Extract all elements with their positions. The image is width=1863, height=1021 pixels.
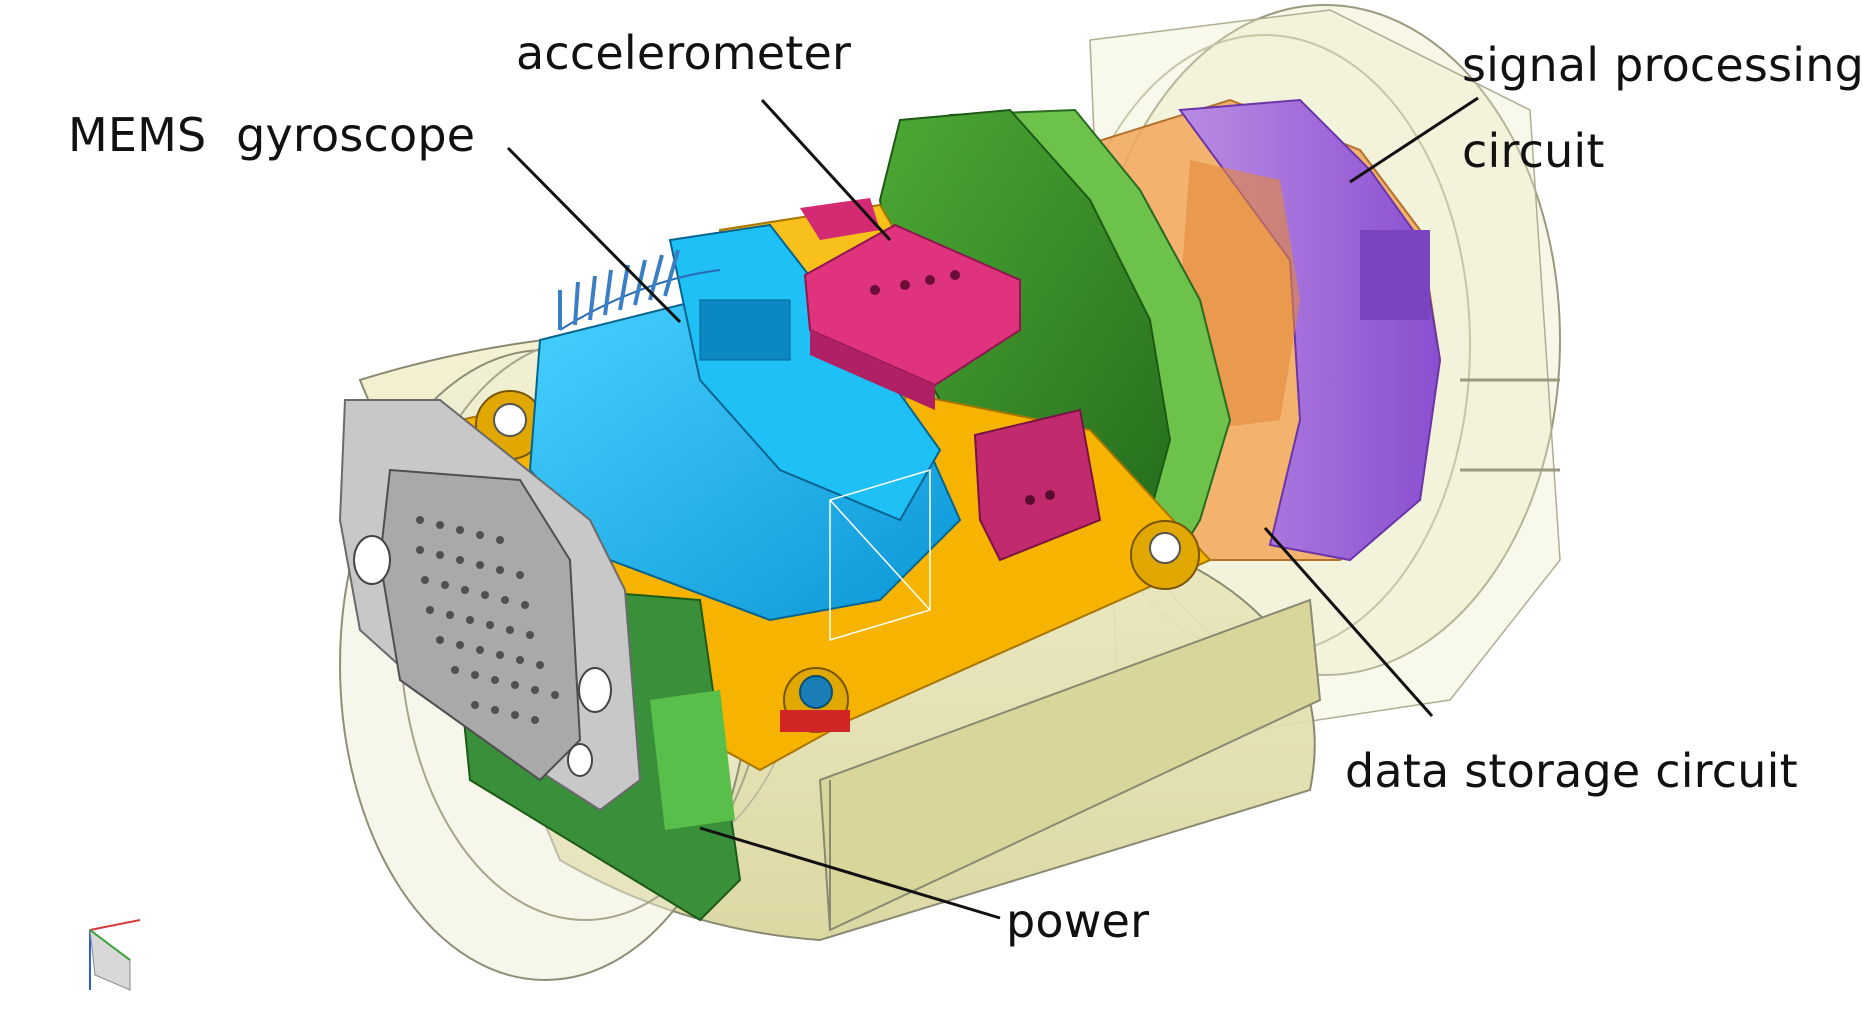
- leader-lines: [506, 96, 1479, 920]
- accelerometer: [800, 198, 1102, 562]
- axis-triad-icon: [89, 919, 141, 991]
- leader-power: [699, 826, 1001, 920]
- front-connector: [338, 399, 642, 812]
- label-signal-processing-line2: circuit: [1462, 124, 1605, 178]
- label-power: power: [1006, 894, 1150, 948]
- leader-signal-processing: [1349, 96, 1479, 184]
- label-accelerometer: accelerometer: [516, 26, 852, 80]
- leader-mems-gyroscope: [506, 146, 682, 324]
- leader-data-storage: [1263, 527, 1434, 717]
- label-signal-processing-line1: signal processing: [1462, 38, 1863, 92]
- leader-accelerometer: [760, 98, 892, 242]
- label-data-storage-circuit: data storage circuit: [1345, 744, 1798, 798]
- label-mems-gyroscope: MEMS gyroscope: [68, 108, 476, 162]
